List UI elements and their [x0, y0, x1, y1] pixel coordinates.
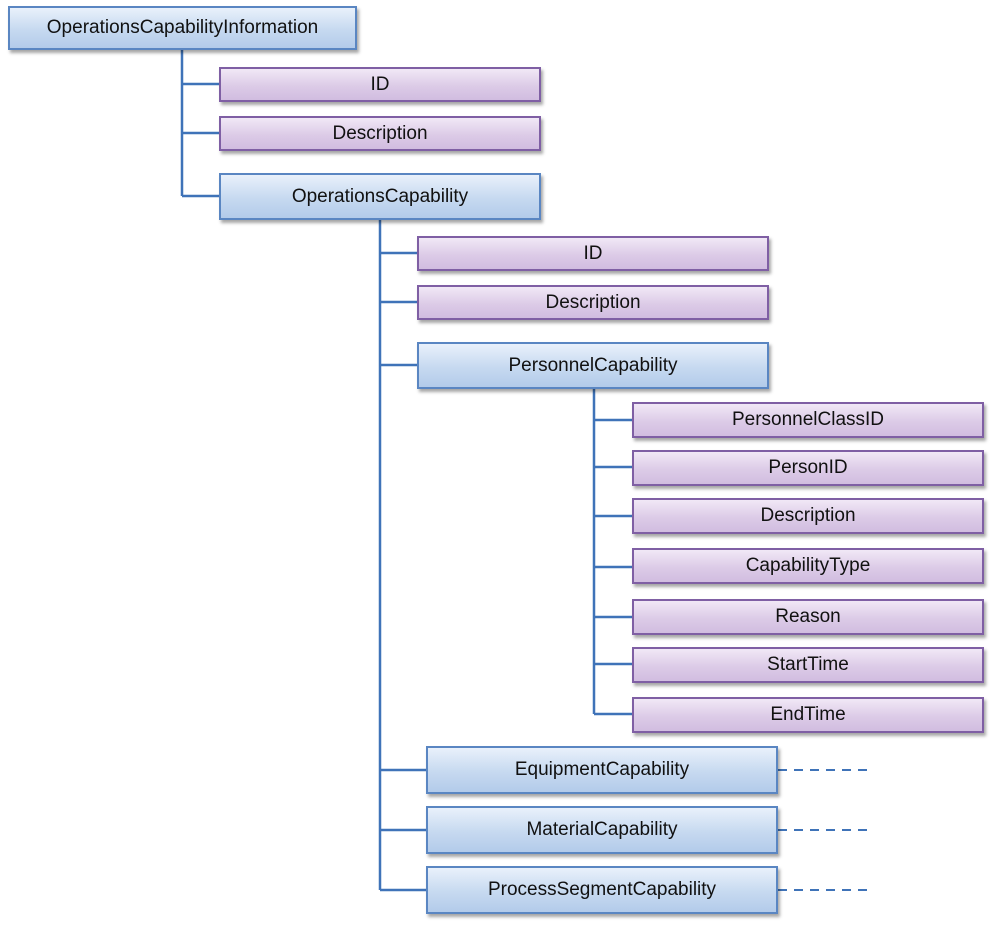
node-label: PersonnelCapability: [508, 354, 678, 376]
node-label: CapabilityType: [745, 555, 871, 576]
node-label: EquipmentCapability: [514, 759, 690, 780]
start-time-node[interactable]: StartTime: [632, 647, 984, 683]
material-capability-node[interactable]: MaterialCapability: [426, 806, 778, 854]
reason-node[interactable]: Reason: [632, 599, 984, 635]
node-label: ID: [370, 73, 390, 95]
node-label: Description: [760, 505, 856, 526]
description-attribute-node[interactable]: Description: [219, 116, 541, 151]
node-label: PersonnelClassID: [731, 409, 885, 430]
node-label: EndTime: [770, 704, 846, 725]
operations-capability-information-node[interactable]: OperationsCapabilityInformation: [8, 6, 357, 50]
node-label: OperationsCapabilityInformation: [46, 17, 319, 38]
node-label: MaterialCapability: [526, 819, 678, 840]
operations-capability-description-node[interactable]: Description: [417, 285, 769, 320]
capability-type-node[interactable]: CapabilityType: [632, 548, 984, 584]
id-attribute-node[interactable]: ID: [219, 67, 541, 102]
node-label: PersonID: [768, 457, 848, 478]
node-label: ProcessSegmentCapability: [487, 879, 717, 900]
end-time-node[interactable]: EndTime: [632, 697, 984, 733]
node-label: Reason: [775, 606, 841, 627]
node-label: OperationsCapability: [291, 185, 469, 207]
personnel-class-id-node[interactable]: PersonnelClassID: [632, 402, 984, 438]
node-label: StartTime: [767, 654, 849, 675]
node-label: ID: [583, 242, 603, 264]
operations-capability-id-node[interactable]: ID: [417, 236, 769, 271]
personnel-capability-node[interactable]: PersonnelCapability: [417, 342, 769, 389]
personnel-description-node[interactable]: Description: [632, 498, 984, 534]
person-id-node[interactable]: PersonID: [632, 450, 984, 486]
process-segment-capability-node[interactable]: ProcessSegmentCapability: [426, 866, 778, 914]
equipment-capability-node[interactable]: EquipmentCapability: [426, 746, 778, 794]
node-label: Description: [545, 291, 641, 313]
node-label: Description: [332, 122, 428, 144]
operations-capability-node[interactable]: OperationsCapability: [219, 173, 541, 220]
